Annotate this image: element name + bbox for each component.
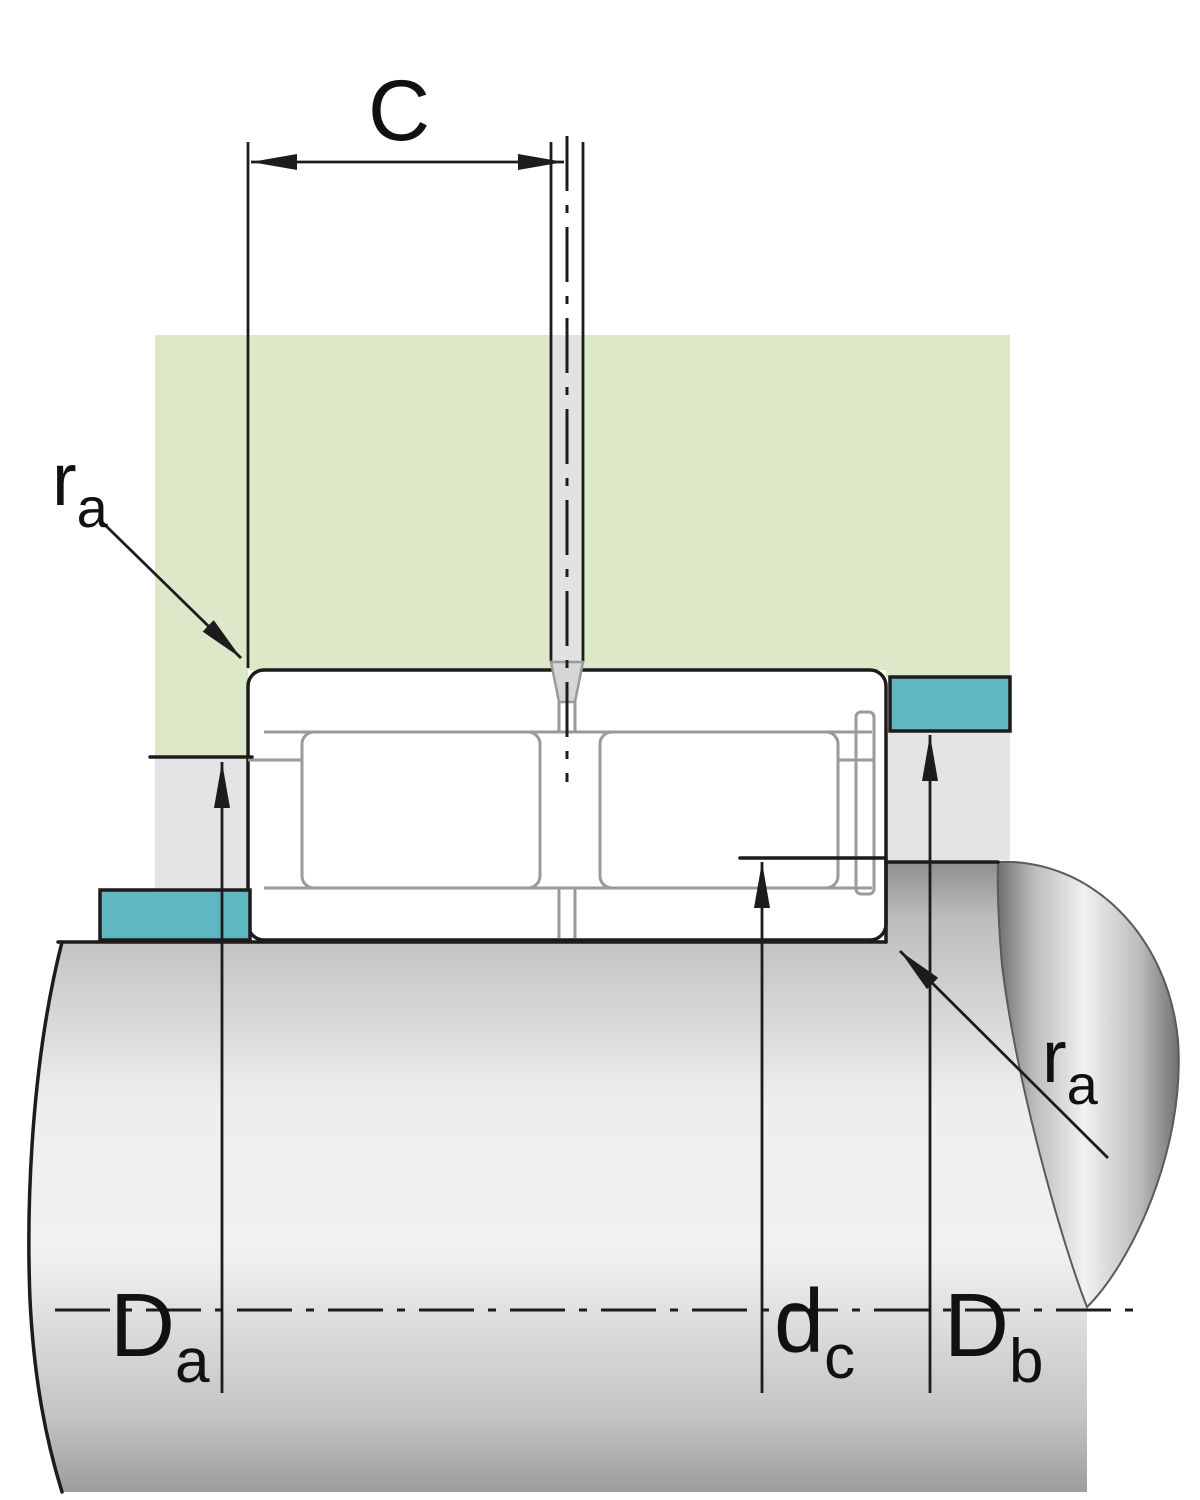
shaft-left-end-edge (27, 940, 64, 1494)
label-dc: dc (774, 1272, 855, 1392)
dim-c: C (246, 63, 564, 668)
leader-ra-housing-line (101, 520, 242, 660)
retaining-groove (854, 710, 876, 896)
label-c: C (368, 63, 430, 159)
label-da: Da (110, 1276, 210, 1396)
leader-ra-housing: ra (52, 438, 242, 660)
snap-ring-housing (888, 675, 1012, 733)
label-ra-shaft: ra (1042, 1015, 1099, 1116)
shaft-section (28, 861, 1179, 1492)
dim-dc: dc (754, 862, 855, 1393)
support-ring-shaft (98, 888, 252, 942)
leader-ra-shaft: ra (899, 950, 1109, 1159)
housing-bore-gap-right (886, 731, 1010, 860)
roller-left (300, 730, 542, 890)
dim-db: Db (922, 735, 1043, 1396)
label-db: Db (944, 1276, 1043, 1396)
shaft-shoulder-fillet-surface (996, 860, 1180, 1309)
label-ra-housing: ra (52, 438, 109, 539)
leader-ra-shaft-line (899, 950, 1109, 1159)
dim-da: Da (110, 762, 230, 1396)
roller-right (598, 730, 840, 890)
housing-bore-gap-left (155, 757, 248, 890)
